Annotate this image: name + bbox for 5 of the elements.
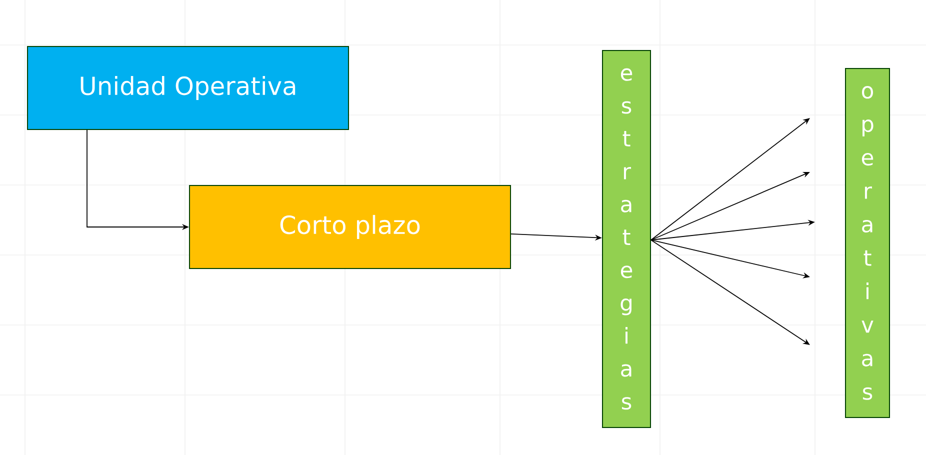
process-box: Unidad Operativa [27, 46, 349, 130]
process-box: Corto plazo [189, 185, 511, 269]
arrow [650, 118, 810, 240]
vertical-label-bar: estrategias [602, 50, 651, 428]
vertical-label-bar: operativas [845, 68, 890, 418]
